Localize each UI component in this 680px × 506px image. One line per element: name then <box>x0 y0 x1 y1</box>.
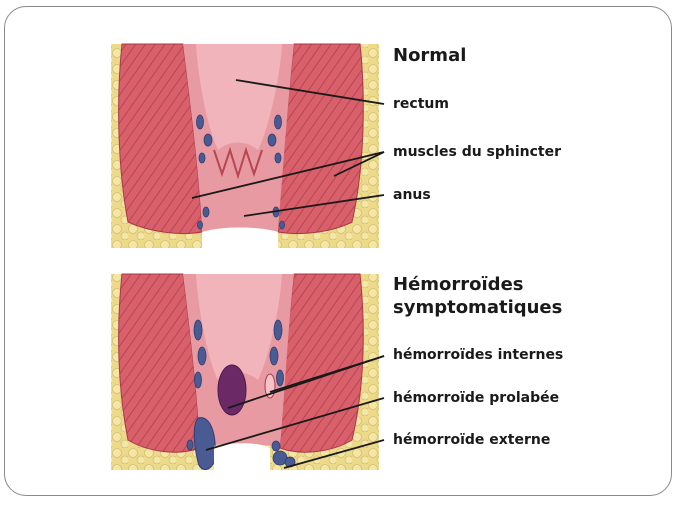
hemorrhoids-heading-line2: symptomatiques <box>393 296 562 319</box>
anal-canal-top <box>202 228 278 249</box>
label-prolapsed-hemorrhoid: hémorroïde prolabée <box>393 390 559 407</box>
label-sphincter-muscles: muscles du sphincter <box>393 144 561 161</box>
hemorrhoids-heading-line1: Hémorroïdes <box>393 273 524 296</box>
anal-canal-bottom <box>214 443 270 470</box>
label-external-hemorrhoid: hémorroïde externe <box>393 432 550 449</box>
label-internal-hemorrhoids: hémorroïdes internes <box>393 347 563 364</box>
label-anus: anus <box>393 187 431 204</box>
normal-anatomy <box>111 44 379 248</box>
normal-heading: Normal <box>393 44 466 67</box>
label-rectum: rectum <box>393 96 449 113</box>
